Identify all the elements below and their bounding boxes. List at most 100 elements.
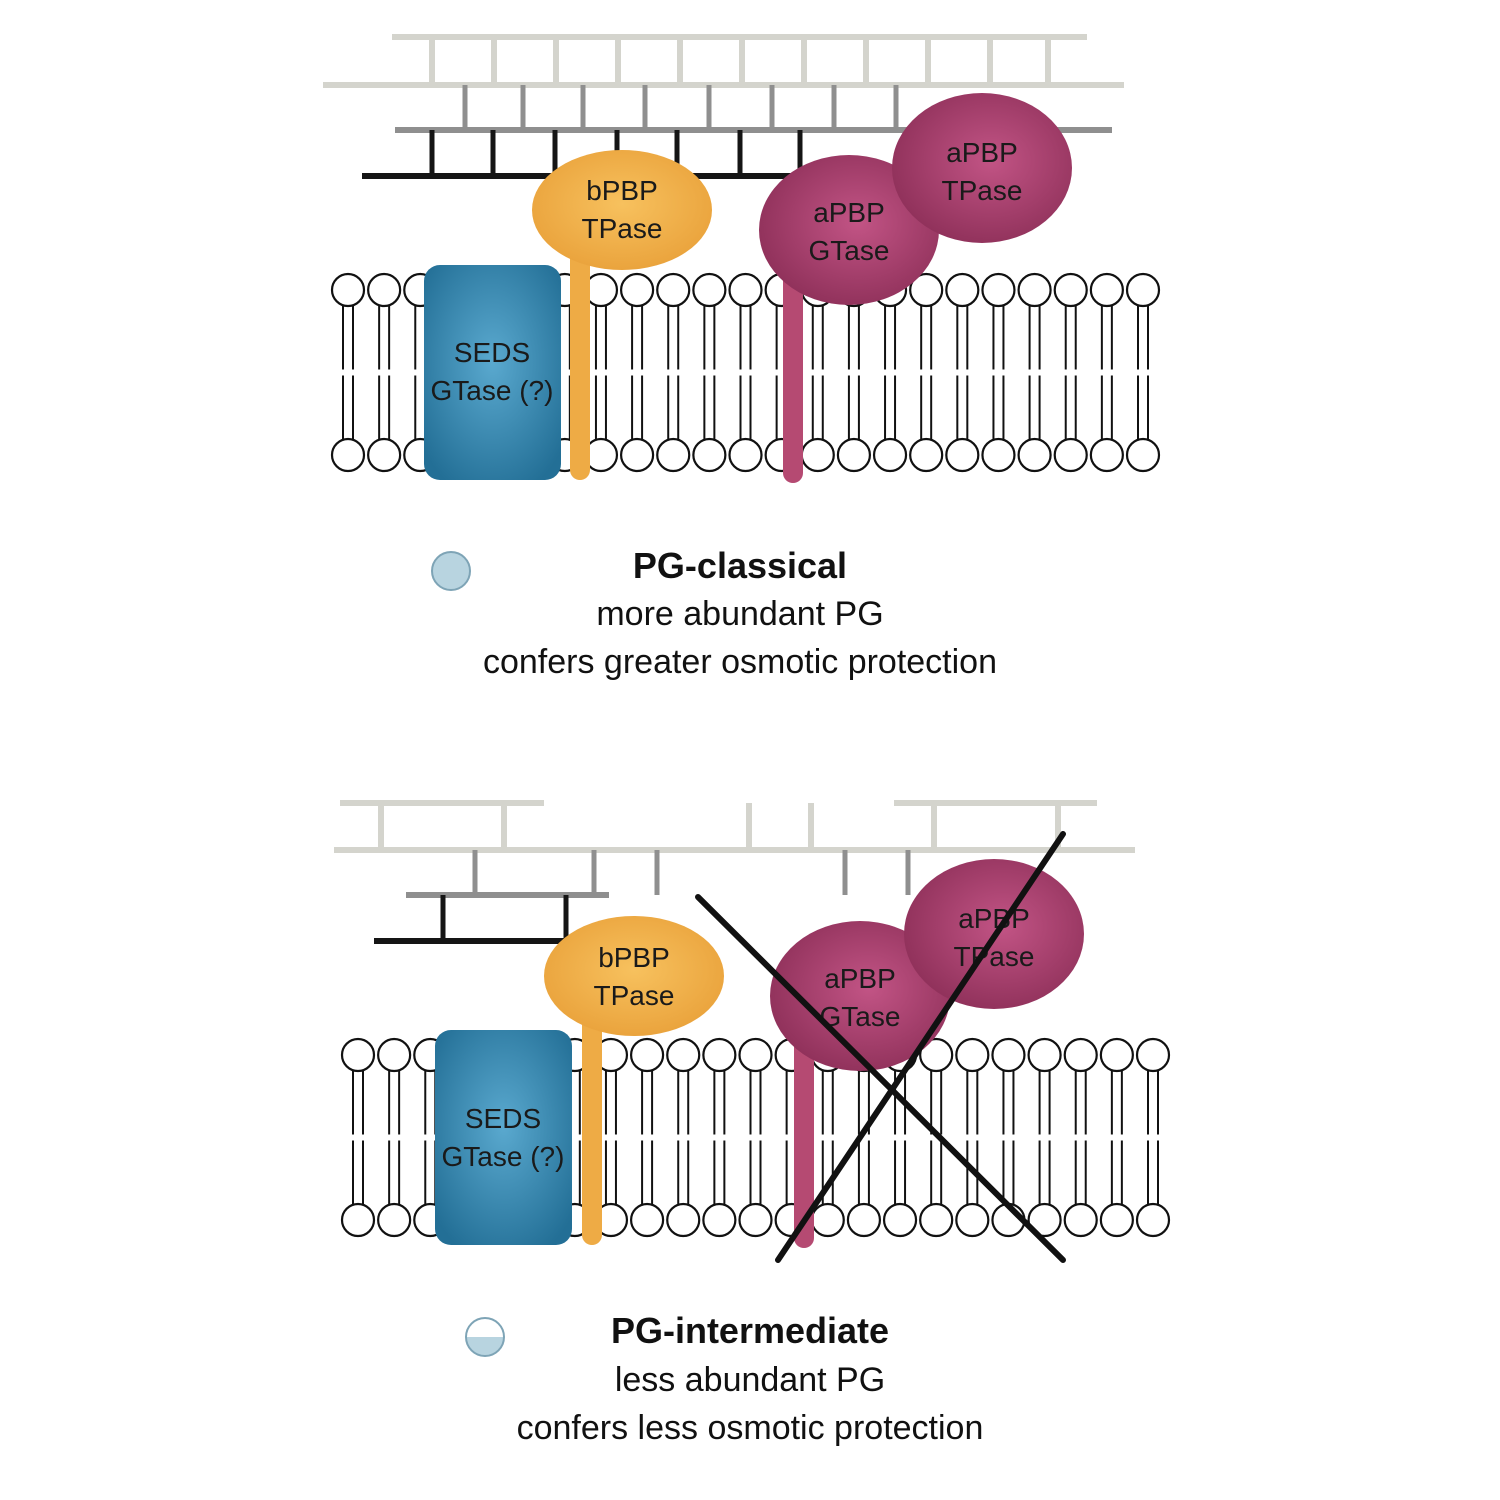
- apbp-gtase-label-line1: aPBP: [813, 197, 885, 228]
- lipid-head: [836, 437, 872, 473]
- lipid: [1063, 1037, 1098, 1238]
- lipid-head: [919, 1202, 954, 1238]
- lipid-head: [955, 1037, 990, 1073]
- seds-label-line1: SEDS: [454, 337, 530, 368]
- lipid-head: [1017, 437, 1052, 473]
- lipid-head: [728, 272, 763, 308]
- apbp-protein: aPBP GTase aPBP TPase: [759, 93, 1072, 483]
- lipid-head: [882, 1202, 918, 1238]
- bpbp-protein: bPBP TPase: [544, 916, 724, 1245]
- seds-label-line2: GTase (?): [442, 1141, 565, 1172]
- lipid: [919, 1037, 954, 1238]
- lipid: [1099, 1037, 1134, 1238]
- lipid-head: [909, 272, 944, 308]
- lipid: [629, 1037, 665, 1238]
- lipid: [955, 1037, 990, 1238]
- caption-line-1: more abundant PG: [596, 595, 883, 633]
- lipid-head: [702, 1037, 737, 1073]
- lipid-head: [330, 437, 366, 473]
- lipid-head: [1135, 1037, 1171, 1073]
- lipid-head: [738, 1037, 773, 1073]
- indicator-fill: [432, 552, 470, 590]
- lipid-head: [945, 272, 980, 308]
- lipid-head: [1027, 1202, 1062, 1238]
- lipid-head: [810, 1202, 845, 1238]
- lipid-head: [738, 1202, 773, 1238]
- lipid-head: [1017, 272, 1052, 308]
- lipid-head: [1099, 1202, 1134, 1238]
- lipid: [738, 1037, 773, 1238]
- apbp-gtase-label-line2: GTase: [820, 1001, 901, 1032]
- lipid: [619, 272, 655, 473]
- lipid-head: [340, 1037, 376, 1073]
- lipid-head: [340, 1202, 376, 1238]
- lipid-head: [981, 272, 1016, 308]
- seds-label-line1: SEDS: [465, 1103, 541, 1134]
- indicator-fill: [466, 1337, 504, 1356]
- lipid: [367, 272, 402, 473]
- lipid: [882, 1037, 918, 1238]
- peptidoglycan-layers: [334, 800, 1135, 944]
- lipid-head: [692, 437, 727, 473]
- lipid-head: [728, 437, 763, 473]
- caption-intermediate: PG-intermediate less abundant PG confers…: [465, 1310, 983, 1447]
- lipid-head: [367, 272, 402, 308]
- lipid-head: [702, 1202, 737, 1238]
- lipid-head: [1135, 1202, 1171, 1238]
- lipid-head: [919, 1037, 954, 1073]
- lipid: [981, 272, 1016, 473]
- lipid-head: [955, 1202, 990, 1238]
- lipid: [1125, 272, 1161, 473]
- lipid-head: [872, 437, 908, 473]
- apbp-gtase-label-line1: aPBP: [824, 963, 896, 994]
- lipid: [728, 272, 763, 473]
- lipid-head: [1063, 1202, 1098, 1238]
- apbp-tpase-label-line1: aPBP: [958, 903, 1030, 934]
- lipid: [1135, 1037, 1171, 1238]
- lipid-head: [1125, 272, 1161, 308]
- bpbp-label-line2: TPase: [594, 980, 675, 1011]
- lipid-head: [945, 437, 980, 473]
- apbp-gtase-label-line2: GTase: [809, 235, 890, 266]
- lipid-head: [991, 1037, 1026, 1073]
- lipid-head: [330, 272, 366, 308]
- lipid-head: [656, 272, 691, 308]
- panel-pg-intermediate: SEDS GTase (?) bPBP TPase aPBP GTase aPB…: [334, 800, 1171, 1447]
- apbp-tpase-label-line1: aPBP: [946, 137, 1018, 168]
- apbp-tpase-label-line2: TPase: [954, 941, 1035, 972]
- lipid-head: [909, 437, 944, 473]
- lipid-head: [666, 1037, 701, 1073]
- lipid-head: [666, 1202, 701, 1238]
- bpbp-label-line1: bPBP: [598, 942, 670, 973]
- caption-classical: PG-classical more abundant PG confers gr…: [431, 545, 997, 681]
- lipid-head: [1089, 437, 1124, 473]
- lipid-head: [846, 1202, 882, 1238]
- lipid: [656, 272, 691, 473]
- lipid-head: [629, 1202, 665, 1238]
- lipid: [666, 1037, 701, 1238]
- lipid: [872, 272, 908, 473]
- lipid: [377, 1037, 412, 1238]
- pg-abundance-indicator: [431, 551, 471, 591]
- lipid: [702, 1037, 737, 1238]
- lipid-head: [629, 1037, 665, 1073]
- lipid-head: [656, 437, 691, 473]
- pg-abundance-indicator: [465, 1317, 505, 1357]
- caption-line-1: less abundant PG: [615, 1361, 885, 1399]
- lipid-head: [619, 437, 655, 473]
- lipid-head: [1125, 437, 1161, 473]
- panel-pg-classical: SEDS GTase (?) bPBP TPase aPBP GTase aPB…: [323, 34, 1161, 681]
- lipid: [1027, 1037, 1062, 1238]
- lipid: [583, 272, 619, 473]
- lipid: [800, 272, 835, 473]
- lipid: [330, 272, 366, 473]
- bpbp-label-line1: bPBP: [586, 175, 658, 206]
- lipid-head: [377, 1037, 412, 1073]
- seds-label-line2: GTase (?): [431, 375, 554, 406]
- lipid: [340, 1037, 376, 1238]
- bpbp-label-line2: TPase: [582, 213, 663, 244]
- lipid: [945, 272, 980, 473]
- bpbp-protein: bPBP TPase: [532, 150, 712, 480]
- caption-title: PG-intermediate: [611, 1310, 889, 1351]
- lipid-head: [619, 272, 655, 308]
